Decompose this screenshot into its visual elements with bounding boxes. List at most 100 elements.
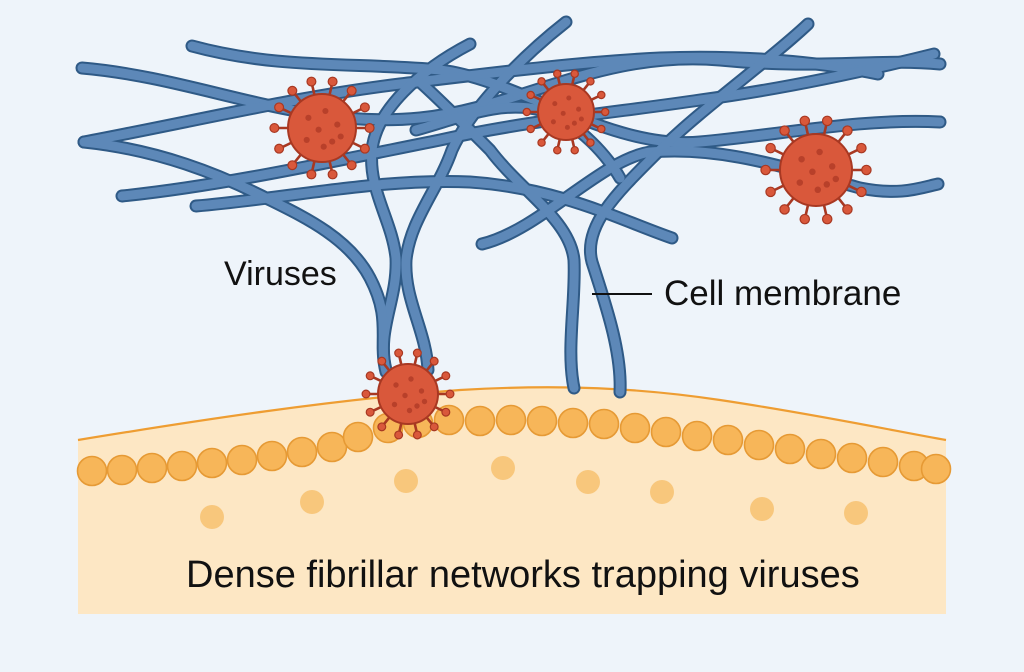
membrane-bead [196, 447, 228, 479]
virus-surface-dot [550, 119, 556, 125]
virus-surface-dot [408, 376, 414, 382]
virus-spike-tip [274, 143, 285, 154]
membrane-bead [316, 431, 348, 463]
virus-particle [269, 76, 375, 180]
virus-body [537, 83, 595, 141]
cytoplasm-granule [750, 497, 774, 521]
virus-surface-dot [391, 401, 398, 408]
virus-spike-tip [553, 69, 562, 79]
cytoplasm-granule [394, 469, 418, 493]
virus-spike-tip [760, 164, 771, 176]
virus-surface-dot [576, 106, 582, 112]
virus-spike-tip [779, 125, 790, 136]
virus-spike-tip [365, 371, 375, 381]
virus-spike-tip [842, 204, 853, 215]
membrane-bead [256, 440, 288, 472]
virus-spike-tip [856, 142, 867, 154]
virus-spike-tip [821, 115, 833, 127]
membrane-bead [226, 444, 258, 476]
virus-spike-tip [765, 186, 776, 198]
virus-particle [361, 348, 455, 440]
virus-surface-dot [798, 155, 805, 163]
virus-spike-tip [429, 356, 439, 366]
cytoplasm-granule [300, 490, 324, 514]
virus-spike-tip [441, 371, 451, 381]
virus-surface-dot [414, 403, 420, 409]
membrane-bead [495, 404, 527, 436]
virus-spike-tip [799, 213, 811, 225]
virus-spike-tip [287, 160, 298, 171]
fibril-strand [79, 137, 391, 377]
cell-membrane-label: Cell membrane [664, 274, 902, 313]
virus-spike-tip [364, 122, 375, 134]
virus-spike-tip [821, 213, 833, 225]
virus-spike-tip [287, 85, 298, 96]
fibril-strand [401, 17, 571, 375]
virus-surface-dot [322, 107, 329, 115]
virus-spike-tip [856, 186, 867, 198]
membrane-bead [166, 450, 198, 482]
fibril-strand [586, 19, 813, 397]
virus-surface-dot [418, 388, 425, 394]
cytoplasm-granule [576, 470, 600, 494]
virus-spike-tip [765, 142, 776, 154]
virus-spike-tip [412, 348, 422, 358]
virus-spike-tip [394, 430, 404, 440]
virus-spike-tip [412, 430, 422, 440]
virus-surface-dot [828, 163, 836, 170]
virus-spike-tip [327, 76, 338, 87]
membrane-bead [464, 405, 496, 437]
virus-surface-dot [402, 392, 408, 399]
virus-surface-dot [564, 124, 570, 130]
membrane-bead [712, 424, 744, 456]
virus-spike-tip [537, 138, 546, 147]
virus-surface-dot [315, 126, 322, 133]
virus-particle [760, 115, 872, 225]
membrane-bead [136, 452, 168, 484]
virus-spike-tip [779, 204, 790, 215]
virus-spike-tip [570, 145, 579, 155]
virus-group [269, 69, 872, 440]
cytoplasm-granule [844, 501, 868, 525]
cytoplasm-granule [650, 480, 674, 504]
virus-spike-tip [537, 77, 546, 86]
virus-spike-tip [526, 124, 535, 134]
membrane-bead [920, 453, 952, 485]
membrane-bead [650, 416, 682, 448]
virus-surface-dot [823, 181, 831, 188]
fibril-strand [191, 177, 677, 243]
virus-spike-tip [346, 85, 357, 96]
virus-surface-dot [303, 136, 310, 143]
membrane-bead [557, 407, 589, 439]
virus-surface-dot [552, 101, 558, 107]
virus-spike-tip [274, 102, 285, 113]
membrane-bead [774, 433, 806, 465]
virus-spike-tip [327, 169, 338, 180]
virus-spike-tip [597, 90, 606, 100]
viruses-label: Viruses [224, 255, 337, 293]
virus-particle [522, 69, 610, 155]
virus-spike-tip [861, 164, 872, 176]
virus-spike-tip [553, 145, 562, 155]
virus-body [287, 93, 357, 163]
virus-spike-tip [377, 422, 387, 432]
virus-surface-dot [566, 95, 572, 101]
cell-region [76, 386, 952, 614]
virus-surface-dot [816, 148, 823, 156]
virus-surface-dot [406, 407, 413, 414]
virus-spike-tip [359, 102, 370, 113]
virus-spike-tip [365, 407, 375, 417]
membrane-bead [867, 446, 899, 478]
virus-spike-tip [306, 169, 317, 180]
virus-spike-tip [306, 76, 317, 87]
virus-surface-dot [393, 382, 399, 388]
virus-body [377, 363, 439, 425]
virus-spike-tip [799, 115, 811, 127]
virus-surface-dot [421, 398, 428, 405]
virus-spike-tip [842, 125, 853, 136]
virus-spike-tip [359, 143, 370, 154]
cytoplasm-granule [200, 505, 224, 529]
caption-label: Dense fibrillar networks trapping viruse… [186, 554, 860, 596]
virus-surface-dot [305, 114, 312, 121]
